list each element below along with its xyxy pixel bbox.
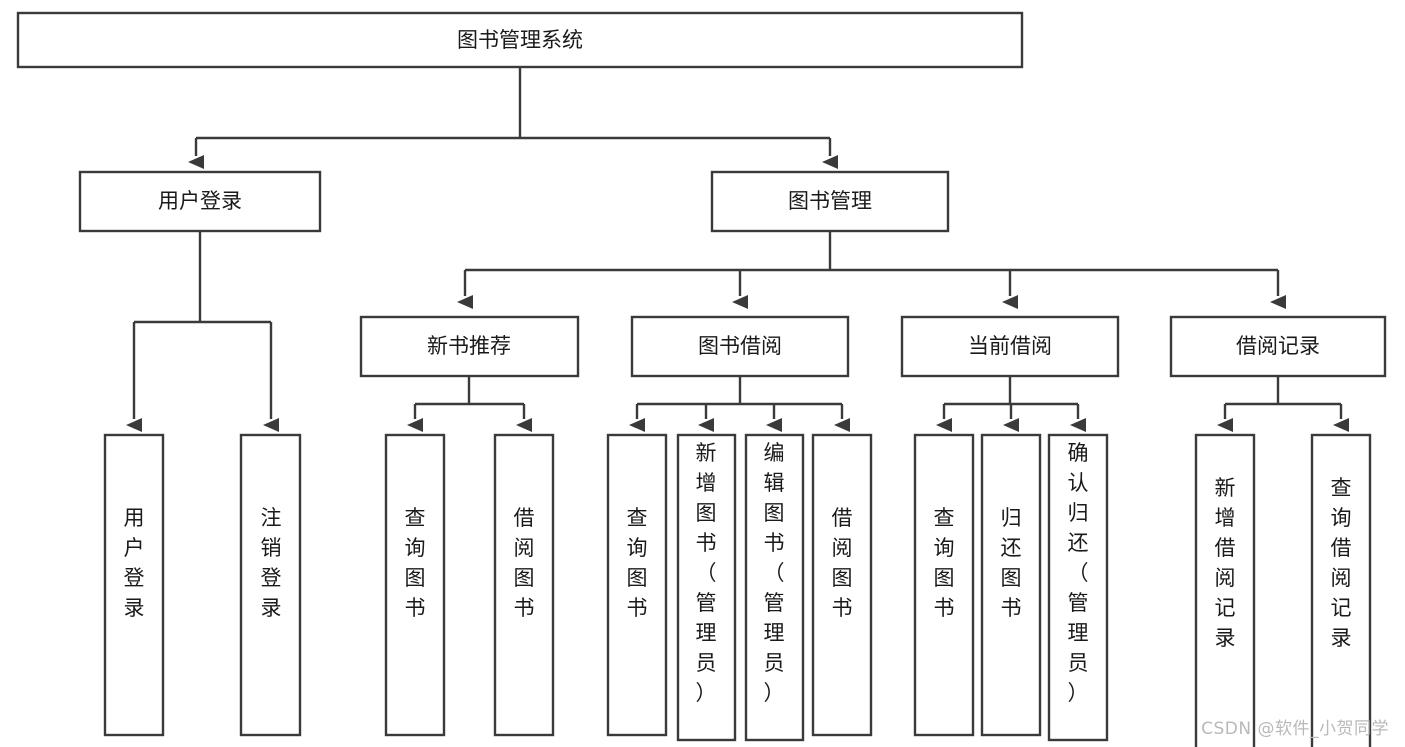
node-bookmgmt[interactable]: 图书管理 (710, 170, 950, 233)
node-leaf-6[interactable]: 新增图书（管理员） (676, 433, 737, 742)
node-leaf-13-label: 查询借阅记录 (1331, 476, 1352, 650)
node-root[interactable]: 图书管理系统 (16, 11, 1024, 69)
node-leaf-4[interactable]: 借阅图书 (493, 433, 555, 737)
connector-newbook-to-leaves (407, 376, 532, 432)
node-leaf-13[interactable]: 查询借阅记录 (1310, 433, 1372, 747)
node-leaf-3[interactable]: 查询图书 (384, 433, 446, 737)
node-leaf-5-label: 查询图书 (627, 506, 648, 620)
node-leaf-3-label: 查询图书 (405, 506, 426, 620)
node-leaf-1-label: 用户登录 (124, 506, 145, 620)
connector-current-to-leaves (936, 376, 1086, 432)
node-login-label: 用户登录 (158, 189, 242, 213)
connector-records-to-leaves (1217, 376, 1349, 432)
node-root-label: 图书管理系统 (457, 28, 583, 52)
node-leaf-10[interactable]: 归还图书 (980, 433, 1042, 737)
node-leaf-9-label: 查询图书 (934, 506, 955, 620)
node-leaf-6-label: 新增图书（管理员） (696, 441, 717, 705)
node-leaf-12-label: 新增借阅记录 (1215, 476, 1236, 650)
node-leaf-10-label: 归还图书 (1001, 506, 1022, 620)
node-current-label: 当前借阅 (968, 334, 1052, 358)
node-newbook-label: 新书推荐 (427, 334, 511, 358)
node-records[interactable]: 借阅记录 (1169, 315, 1387, 378)
node-leaf-9[interactable]: 查询图书 (913, 433, 975, 737)
node-login[interactable]: 用户登录 (78, 170, 322, 233)
node-leaf-11-label: 确认归还（管理员） (1068, 441, 1089, 705)
node-leaf-8-label: 借阅图书 (832, 506, 853, 620)
node-leaf-5[interactable]: 查询图书 (606, 433, 668, 737)
connector-bookmgmt-to-level3 (457, 231, 1286, 309)
node-leaf-12[interactable]: 新增借阅记录 (1194, 433, 1256, 747)
node-current[interactable]: 当前借阅 (900, 315, 1120, 378)
node-leaf-11[interactable]: 确认归还（管理员） (1047, 433, 1109, 742)
node-bookmgmt-label: 图书管理 (788, 189, 872, 213)
node-leaf-2[interactable]: 注销登录 (239, 433, 302, 737)
node-leaf-7-label: 编辑图书（管理员） (764, 441, 785, 705)
node-newbook[interactable]: 新书推荐 (359, 315, 580, 378)
node-leaf-1[interactable]: 用户登录 (103, 433, 165, 737)
connector-login-to-leaves (126, 231, 279, 432)
node-leaf-4-label: 借阅图书 (514, 506, 535, 620)
node-leaf-2-label: 注销登录 (261, 506, 282, 620)
connector-borrow-to-leaves (629, 376, 850, 432)
node-borrow-label: 图书借阅 (698, 334, 782, 358)
node-records-label: 借阅记录 (1236, 334, 1320, 358)
node-leaf-7[interactable]: 编辑图书（管理员） (744, 433, 805, 742)
connector-root-to-level2 (188, 67, 838, 169)
node-borrow[interactable]: 图书借阅 (630, 315, 850, 378)
node-leaf-8[interactable]: 借阅图书 (811, 433, 873, 737)
